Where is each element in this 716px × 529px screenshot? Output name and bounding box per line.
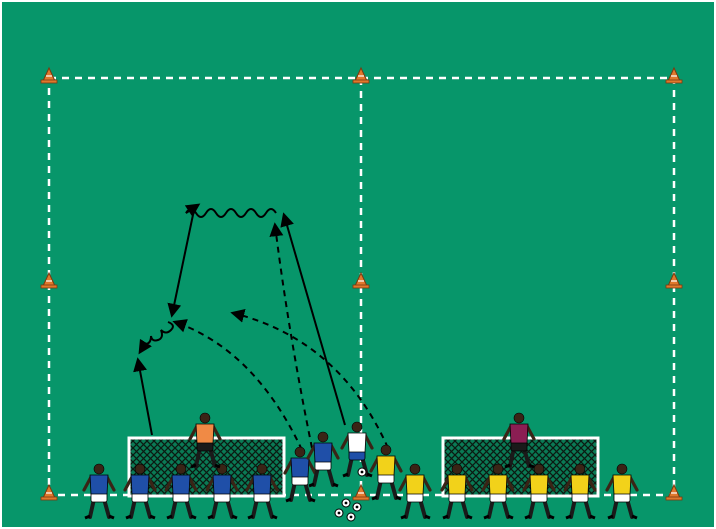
ball-icon xyxy=(335,509,343,517)
ball-icon xyxy=(347,513,355,521)
ball-icon xyxy=(342,499,350,507)
ball-icon xyxy=(353,503,361,511)
ball-icon xyxy=(358,468,366,476)
